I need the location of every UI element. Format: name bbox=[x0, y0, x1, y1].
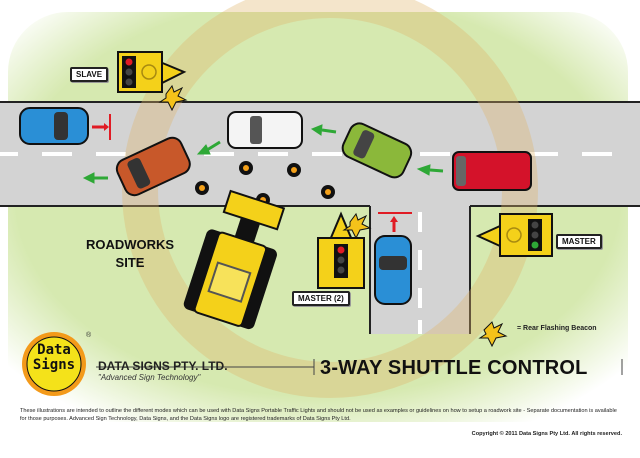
traffic-flow-arrows bbox=[82, 124, 444, 184]
green-car bbox=[341, 122, 413, 179]
diagram-title: 3-WAY SHUTTLE CONTROL bbox=[320, 357, 588, 379]
master2-signal bbox=[317, 211, 365, 289]
slave-label: SLAVE bbox=[70, 67, 109, 82]
orange-car bbox=[115, 136, 191, 197]
registered-mark: ® bbox=[86, 332, 92, 339]
company-name: DATA SIGNS PTY. LTD. bbox=[98, 359, 228, 373]
front-loader bbox=[183, 189, 286, 330]
master-signal bbox=[475, 213, 553, 257]
beacon-icons bbox=[158, 84, 508, 348]
red-van bbox=[452, 151, 532, 191]
company-tagline: "Advanced Sign Technology" bbox=[98, 373, 201, 382]
data-signs-logo bbox=[22, 332, 86, 396]
master2-label: MASTER (2) bbox=[292, 291, 350, 306]
blue-car-side bbox=[374, 235, 412, 305]
beacon-legend: = Rear Flashing Beacon bbox=[517, 325, 597, 332]
slave-signal bbox=[117, 51, 187, 93]
disclaimer-text: These illustrations are intended to outl… bbox=[20, 408, 617, 422]
logo-text: Data Signs bbox=[32, 342, 76, 373]
white-car bbox=[227, 111, 303, 149]
roadworks-site-label: ROADWORKS SITE bbox=[85, 237, 175, 270]
copyright-text: Copyright © 2011 Data Signs Pty Ltd. All… bbox=[471, 431, 622, 437]
blue-car-left bbox=[19, 107, 89, 145]
master-label: MASTER bbox=[556, 234, 602, 249]
